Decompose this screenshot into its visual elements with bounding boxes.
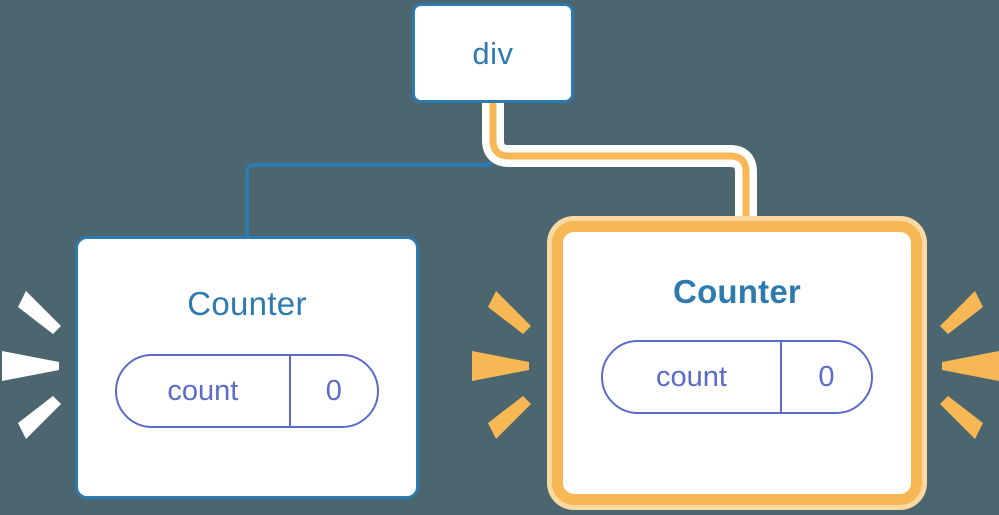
state-key: count bbox=[603, 342, 782, 412]
edge-div-to-counter-right bbox=[489, 103, 750, 228]
state-pill-counter-left: count 0 bbox=[115, 354, 379, 428]
edge-div-to-counter-left bbox=[245, 103, 495, 236]
node-counter-right[interactable]: Counter count 0 bbox=[552, 221, 922, 505]
state-pill-counter-right: count 0 bbox=[601, 340, 873, 414]
node-counter-left-label: Counter bbox=[187, 285, 307, 322]
state-value: 0 bbox=[325, 374, 342, 407]
node-div[interactable]: div bbox=[412, 3, 574, 103]
node-counter-right-label: Counter bbox=[673, 273, 801, 310]
edge-div-to-counter-right-halo bbox=[482, 103, 757, 228]
node-counter-left[interactable]: Counter count 0 bbox=[75, 236, 419, 499]
node-div-label: div bbox=[472, 35, 514, 71]
state-value: 0 bbox=[818, 360, 835, 393]
state-key: count bbox=[117, 356, 291, 426]
